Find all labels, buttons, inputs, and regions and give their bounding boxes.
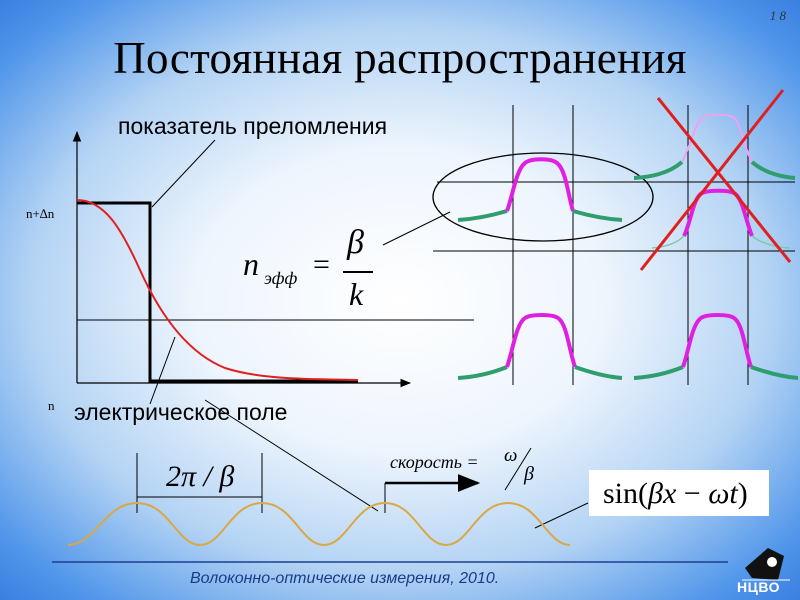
logo-text: НЦВО (737, 579, 780, 595)
formula-n: n (243, 246, 259, 282)
formula-numerator: β (347, 224, 364, 261)
wave-eq-wt: ωt (708, 477, 738, 510)
wave-equation-box (589, 470, 769, 516)
highlight-ellipse (432, 152, 654, 242)
wave-eq-bx: βx (648, 477, 677, 510)
footer-text: Волоконно-оптические измерения, 2010. (190, 570, 500, 587)
axis-label-n-plus-dn: n+∆n (26, 206, 55, 221)
cross-line-2 (639, 89, 785, 271)
mode-middle-right-rejected (651, 188, 791, 249)
formula-equals: = (313, 248, 330, 281)
refractive-index-label: показатель преломления (118, 113, 388, 139)
period-label: 2π / β (166, 460, 235, 493)
mode-bottom-left (457, 313, 623, 380)
traveling-wave (67, 501, 571, 547)
logo-icon (742, 548, 790, 581)
field-curve (76, 199, 359, 381)
formula-fraction-bar (343, 271, 373, 273)
pointer-field (149, 336, 176, 405)
pointer-index (151, 139, 216, 208)
page-number: 1 8 (769, 8, 786, 23)
speed-denominator: β (524, 463, 534, 485)
wave-eq-minus: − (676, 477, 709, 510)
mode-top-left (457, 157, 623, 222)
axis-label-n: n (48, 398, 55, 413)
wave-eq-prefix: sin( (603, 477, 648, 510)
speed-numerator: ω (504, 445, 518, 466)
electric-field-label: электрическое поле (74, 399, 288, 425)
cross-line-1 (656, 97, 792, 263)
slide-title: Постоянная распространения (113, 33, 687, 83)
mode-bottom-right (633, 313, 799, 380)
wave-eq-suffix: ) (737, 477, 748, 510)
speed-fraction-slash (504, 447, 532, 491)
pointer-wave (204, 399, 379, 512)
pointer-sin (534, 502, 589, 529)
formula-subscript: эфф (264, 268, 298, 288)
pointer-formula (382, 211, 451, 246)
mode-top-right-rejected (633, 113, 796, 180)
speed-label: скорость = (390, 452, 479, 472)
formula-denominator: k (349, 276, 364, 312)
wave-equation: sin(βx − ωt) (603, 477, 748, 511)
